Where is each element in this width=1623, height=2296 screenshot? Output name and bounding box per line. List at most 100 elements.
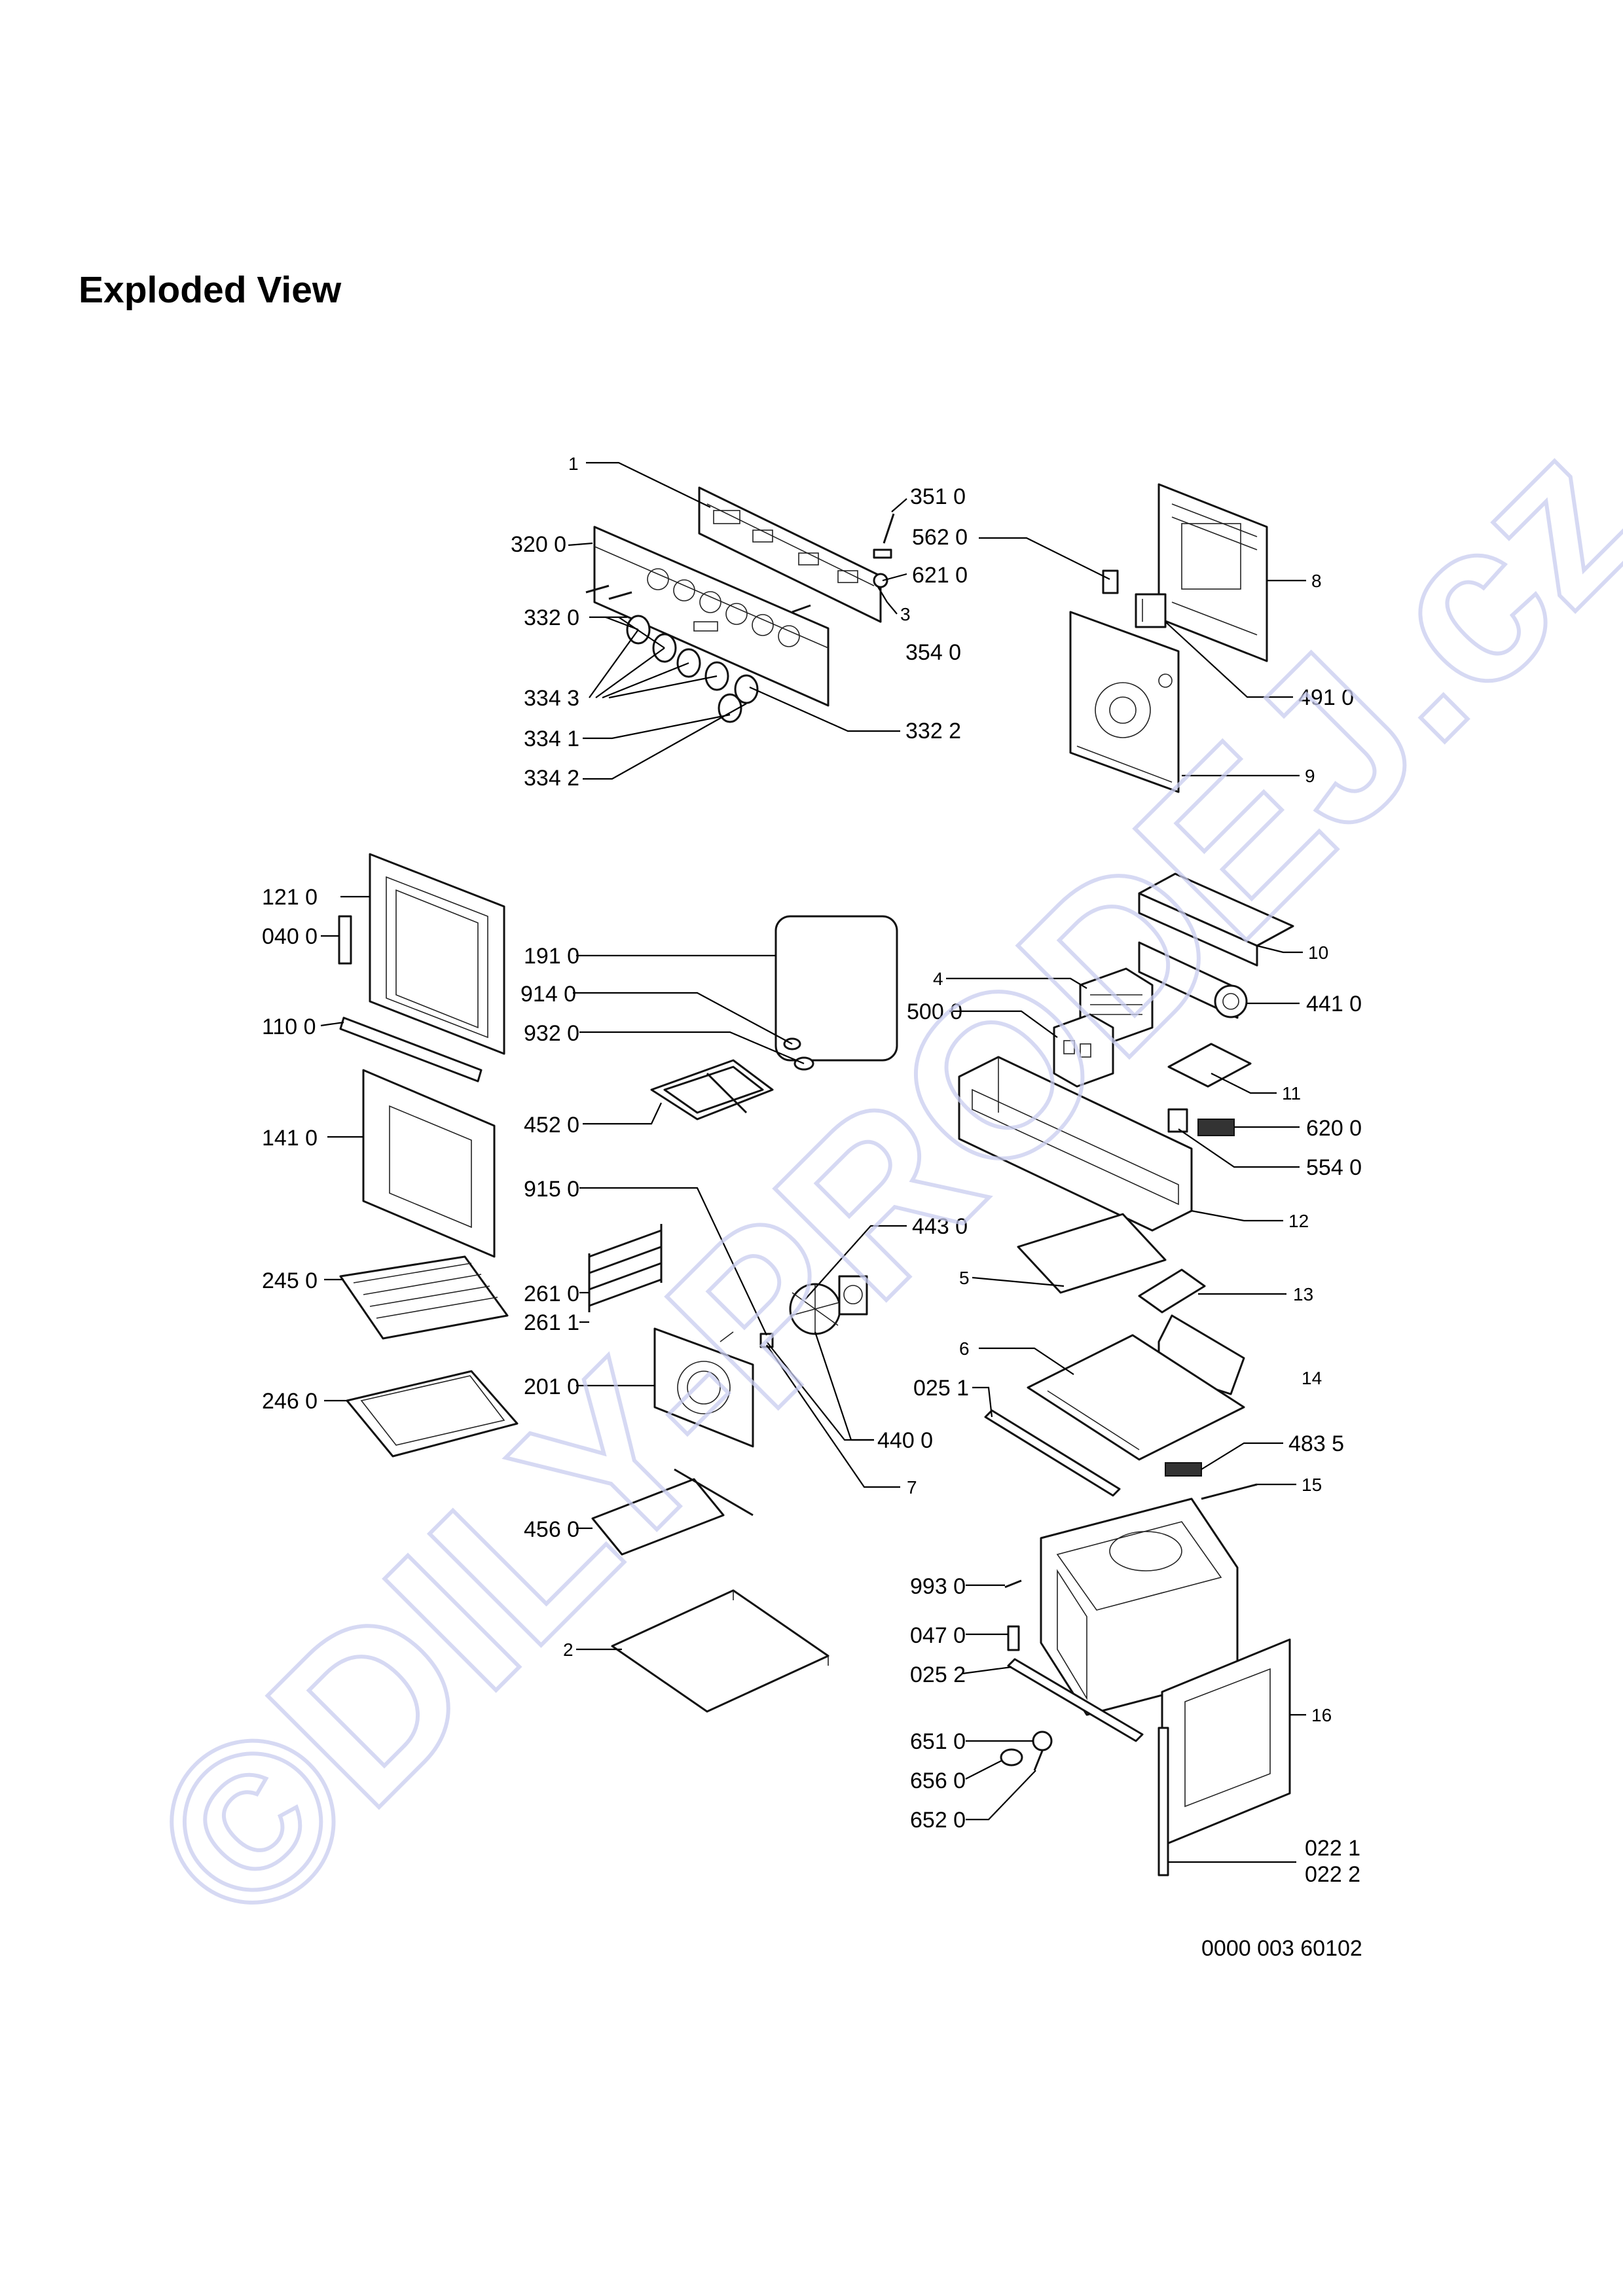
callout-456-0: 456 0 <box>524 1517 579 1542</box>
callout-141-0: 141 0 <box>262 1126 318 1151</box>
relay-module <box>1053 1013 1114 1088</box>
callout-121-0: 121 0 <box>262 885 318 910</box>
callout-332-2: 332 2 <box>905 719 961 744</box>
transformer <box>1102 569 1167 628</box>
callout-334-2: 334 2 <box>524 766 579 791</box>
oven-cavity <box>1040 1498 1239 1716</box>
callout-3: 3 <box>900 604 911 624</box>
callout-191-0: 191 0 <box>524 944 579 969</box>
bracket-13 <box>1138 1268 1206 1314</box>
switch-block <box>1167 1108 1235 1136</box>
callout-452-0: 452 0 <box>524 1113 579 1138</box>
baking-tray <box>346 1370 519 1458</box>
callout-11: 11 <box>1282 1083 1301 1103</box>
callout-334-1: 334 1 <box>524 726 579 751</box>
side-panel-fan-mount <box>1069 611 1180 793</box>
oven-lamp <box>1000 1731 1053 1771</box>
rod-15 <box>1201 1483 1258 1500</box>
callout-915-0: 915 0 <box>524 1177 579 1202</box>
callout-651-0: 651 0 <box>910 1729 966 1754</box>
callout-332-0: 332 0 <box>524 605 579 630</box>
callout-110-0: 110 0 <box>262 1014 316 1039</box>
callout-246-0: 246 0 <box>262 1389 318 1414</box>
callout-15: 15 <box>1302 1475 1322 1495</box>
callout-14: 14 <box>1302 1368 1322 1388</box>
callout-621-0: 621 0 <box>912 563 968 588</box>
callout-441-0: 441 0 <box>1306 992 1362 1016</box>
control-panel-back-plate <box>698 486 882 623</box>
bolt-993 <box>1004 1579 1022 1588</box>
rail-022 <box>1158 1727 1169 1876</box>
shelf-supports <box>588 1224 663 1312</box>
callout-025-2: 025 2 <box>910 1662 966 1687</box>
bracket-11 <box>1167 1043 1252 1088</box>
callout-7: 7 <box>907 1477 917 1498</box>
callout-16: 16 <box>1311 1705 1332 1725</box>
callout-13: 13 <box>1293 1284 1313 1304</box>
callout-261-1: 261 1 <box>524 1310 579 1335</box>
callout-040-0: 040 0 <box>262 924 318 949</box>
callout-491-0: 491 0 <box>1298 685 1354 710</box>
cover-plate <box>1017 1213 1167 1294</box>
callout-993-0: 993 0 <box>910 1574 966 1599</box>
control-knobs <box>585 584 811 723</box>
callout-334-3: 334 3 <box>524 686 579 711</box>
rail-025-1 <box>984 1409 1121 1497</box>
callout-2: 2 <box>563 1640 574 1660</box>
callout-1: 1 <box>568 454 579 474</box>
callout-10: 10 <box>1308 942 1328 963</box>
drawing-code: 0000 003 60102 <box>1201 1936 1362 1961</box>
callout-025-1: 025 1 <box>913 1376 969 1401</box>
callout-6: 6 <box>959 1338 970 1359</box>
page-title: Exploded View <box>79 269 342 311</box>
callout-351-0: 351 0 <box>910 484 966 509</box>
clip-047 <box>1007 1625 1020 1651</box>
callout-354-0: 354 0 <box>905 640 961 665</box>
door-handle <box>339 1016 483 1083</box>
fan-blade-and-motor <box>789 1275 868 1335</box>
door-inner-frame <box>369 853 505 1055</box>
door-hinge <box>338 915 352 965</box>
callout-245-0: 245 0 <box>262 1268 318 1293</box>
control-panel-front <box>593 526 830 707</box>
tangential-fan <box>1138 941 1248 1019</box>
leader-lines <box>320 461 1306 1863</box>
callout-483-5: 483 5 <box>1288 1431 1344 1456</box>
callout-932-0: 932 0 <box>524 1021 579 1046</box>
top-plate <box>1027 1334 1245 1461</box>
grill-element <box>650 1059 774 1121</box>
switch-small-parts <box>873 513 895 588</box>
callout-443-0: 443 0 <box>912 1214 968 1239</box>
part-callout-labels: 1 351 0 562 0 320 0 621 0 3 8 332 0 354 … <box>262 454 1362 1887</box>
wire-shelf <box>339 1255 509 1340</box>
callout-12: 12 <box>1288 1211 1309 1231</box>
callout-022-2: 022 2 <box>1305 1862 1360 1887</box>
lower-element <box>591 1468 754 1556</box>
callout-320-0: 320 0 <box>511 532 566 557</box>
callout-620-0: 620 0 <box>1306 1116 1362 1141</box>
fan-cover <box>653 1327 754 1448</box>
callout-554-0: 554 0 <box>1306 1155 1362 1180</box>
callout-562-0: 562 0 <box>912 525 968 550</box>
door-gasket <box>775 915 898 1062</box>
rail-025-2 <box>1007 1658 1144 1742</box>
callout-500-0: 500 0 <box>907 999 962 1024</box>
callout-8: 8 <box>1311 571 1322 591</box>
callout-022-1: 022 1 <box>1305 1836 1360 1861</box>
callout-5: 5 <box>959 1268 970 1288</box>
callout-9: 9 <box>1305 766 1315 786</box>
cooling-fan-housing <box>1138 872 1294 967</box>
callout-440-0: 440 0 <box>877 1428 933 1453</box>
callout-914-0: 914 0 <box>520 982 576 1007</box>
rear-panel <box>1158 483 1268 662</box>
bottom-plate <box>611 1589 830 1713</box>
callout-656-0: 656 0 <box>910 1768 966 1793</box>
callout-261-0: 261 0 <box>524 1282 579 1306</box>
door-outer-glass <box>362 1069 496 1258</box>
callout-201-0: 201 0 <box>524 1374 579 1399</box>
callout-047-0: 047 0 <box>910 1623 966 1648</box>
callout-652-0: 652 0 <box>910 1808 966 1833</box>
callout-4: 4 <box>933 969 943 989</box>
terminal-block <box>1165 1462 1202 1477</box>
